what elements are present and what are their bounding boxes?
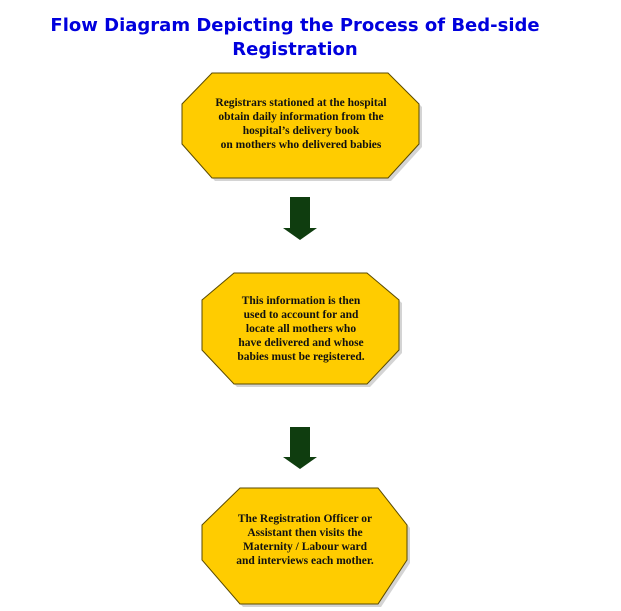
node-text-line: babies must be registered.: [237, 351, 365, 363]
node-text-line: hospital’s delivery book: [242, 125, 360, 137]
node-text-line: The Registration Officer or: [237, 513, 373, 525]
node-step-3-text: The Registration Officer or Assistant th…: [208, 508, 402, 572]
node-text-line: used to account for and: [243, 309, 359, 321]
node-step-1-text: Registrars stationed at the hospital obt…: [190, 88, 412, 160]
node-text-line: and interviews each mother.: [236, 555, 374, 567]
node-text-line: on mothers who delivered babies: [220, 139, 382, 151]
diagram-title: Flow Diagram Depicting the Process of Be…: [0, 14, 590, 62]
node-text-line: Registrars stationed at the hospital: [215, 97, 387, 109]
octagon-shape: [181, 72, 420, 179]
node-text-line: This information is then: [241, 295, 361, 307]
node-text-line: locate all mothers who: [245, 323, 357, 335]
node-text-line: Assistant then visits the: [247, 527, 363, 539]
node-text-line: obtain daily information from the: [218, 111, 384, 123]
node-step-1: [181, 72, 422, 181]
octagon-shape: [201, 487, 408, 605]
node-step-2-text: This information is then used to account…: [208, 292, 394, 366]
node-text-line: have delivered and whose: [238, 337, 364, 349]
node-step-3: [201, 487, 410, 607]
down-arrow-icon: [283, 197, 317, 240]
octagon-shape: [201, 272, 400, 385]
node-text-line: Maternity / Labour ward: [242, 541, 368, 553]
title-line-1: Flow Diagram Depicting the Process of Be…: [50, 15, 540, 36]
node-step-2: [201, 272, 402, 387]
down-arrow-icon: [283, 427, 317, 469]
title-line-2: Registration: [232, 39, 358, 60]
